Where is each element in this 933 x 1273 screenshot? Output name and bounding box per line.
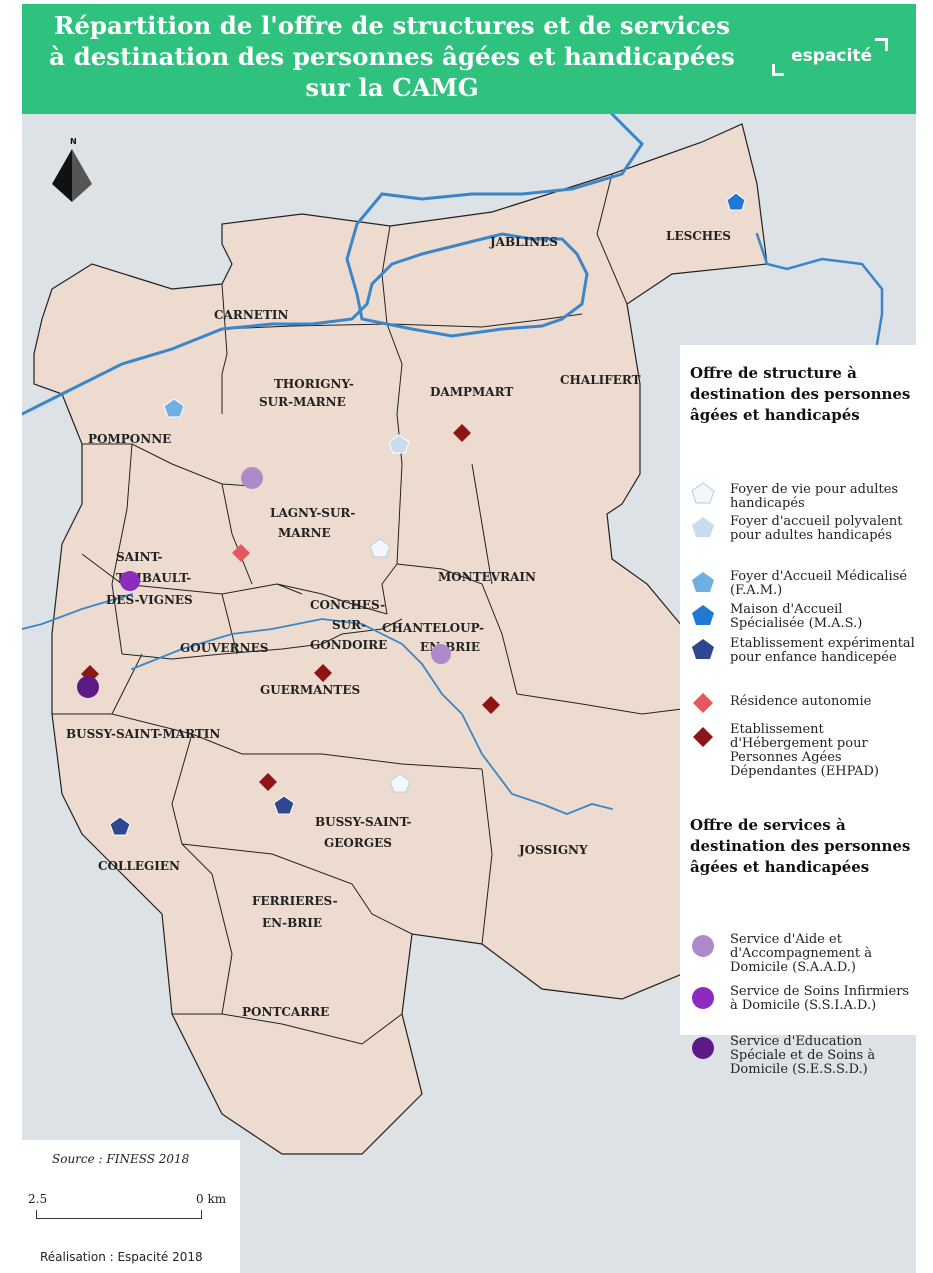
etablissement-experimental-marker bbox=[273, 795, 295, 815]
legend-item-ehpad: Etablissement d'Hébergement pour Personn… bbox=[730, 722, 880, 779]
ehpad-marker bbox=[482, 696, 500, 714]
label-saint-thibault-3: DES-VIGNES bbox=[106, 593, 193, 607]
marne-east-branch bbox=[755, 232, 884, 346]
brand-corner-icon bbox=[875, 38, 888, 51]
ehpad-marker bbox=[314, 664, 332, 682]
brand-logo: espacité bbox=[791, 46, 872, 66]
label-ferrieres: FERRIERES- bbox=[252, 894, 338, 908]
legend-item-foyer-de-vie: Foyer de vie pour adultes handicapés bbox=[730, 482, 899, 511]
map-title: Répartition de l'offre de structures et … bbox=[49, 11, 735, 102]
ehpad-marker bbox=[259, 773, 277, 791]
sessd-marker bbox=[77, 676, 99, 698]
label-conches: CONCHES- bbox=[310, 598, 385, 612]
label-ferrieres-2: EN-BRIE bbox=[262, 916, 322, 930]
commune-borders bbox=[52, 173, 723, 1045]
label-bussy-saint-georges-2: GEORGES bbox=[324, 836, 392, 850]
label-dampmart: DAMPMART bbox=[430, 385, 513, 399]
pentagon-icon bbox=[692, 517, 714, 537]
ssiad-marker bbox=[120, 571, 140, 591]
north-arrow-icon bbox=[52, 149, 72, 202]
label-lagny-2: MARNE bbox=[278, 526, 331, 540]
label-bussy-saint-georges: BUSSY-SAINT- bbox=[315, 815, 412, 829]
map-footer: Source : FINESS 2018 2.5 0 km Réalisatio… bbox=[22, 1140, 240, 1273]
credit-note: Réalisation : Espacité 2018 bbox=[40, 1250, 203, 1264]
scale-right-label: 0 km bbox=[196, 1192, 227, 1206]
label-conches-2: SUR- bbox=[332, 618, 366, 632]
pentagon-icon bbox=[691, 482, 715, 504]
source-note: Source : FINESS 2018 bbox=[52, 1152, 190, 1166]
facility-markers bbox=[77, 192, 746, 836]
label-saint-thibault: SAINT- bbox=[116, 550, 163, 564]
legend-services-title: Offre de services à destination des pers… bbox=[690, 816, 911, 876]
foyer-de-vie-marker bbox=[369, 538, 391, 558]
label-guermantes: GUERMANTES bbox=[260, 683, 360, 697]
commune-labels: JABLINES LESCHES CARNETIN THORIGNY- SUR-… bbox=[66, 229, 731, 1019]
north-arrow: N bbox=[52, 137, 92, 202]
rivers bbox=[22, 114, 916, 815]
label-chalifert: CHALIFERT bbox=[560, 373, 641, 387]
label-lagny: LAGNY-SUR- bbox=[270, 506, 355, 520]
label-thorigny-2: SUR-MARNE bbox=[259, 395, 346, 409]
west-stream bbox=[22, 593, 133, 630]
legend-item-experimental: Etablissement expérimental pour enfance … bbox=[730, 636, 915, 665]
legend-panel: Offre de structure à destination des per… bbox=[680, 345, 916, 1077]
etablissement-experimental-marker bbox=[109, 816, 131, 836]
diamond-icon bbox=[693, 693, 713, 713]
saad-marker bbox=[241, 467, 263, 489]
brand-corner-icon bbox=[772, 64, 784, 76]
label-carnetin: CARNETIN bbox=[214, 308, 288, 322]
pentagon-icon bbox=[692, 605, 714, 625]
diamond-icon bbox=[693, 727, 713, 747]
legend-item-sessd: Service d'Education Spéciale et de Soins… bbox=[730, 1034, 876, 1077]
label-jossigny: JOSSIGNY bbox=[518, 843, 588, 857]
legend-item-ssiad: Service de Soins Infirmiers à Domicile (… bbox=[730, 984, 910, 1013]
circle-icon bbox=[692, 935, 714, 957]
legend-item-mas: Maison d'Accueil Spécialisée (M.A.S.) bbox=[730, 602, 863, 631]
legend-structures-title: Offre de structure à destination des per… bbox=[690, 364, 911, 424]
north-arrow-icon bbox=[72, 149, 92, 202]
foyer-de-vie-marker bbox=[389, 773, 411, 793]
label-conches-3: GONDOIRE bbox=[310, 638, 387, 652]
title-banner: Répartition de l'offre de structures et … bbox=[22, 4, 916, 114]
pentagon-icon bbox=[692, 639, 714, 659]
circle-icon bbox=[692, 987, 714, 1009]
label-collegien: COLLEGIEN bbox=[98, 859, 180, 873]
saad-marker bbox=[431, 644, 451, 664]
label-bussy-saint-martin: BUSSY-SAINT-MARTIN bbox=[66, 727, 220, 741]
label-thorigny: THORIGNY- bbox=[274, 377, 354, 391]
label-gouvernes: GOUVERNES bbox=[180, 641, 268, 655]
residence-autonomie-marker bbox=[232, 544, 250, 562]
gondoire-stream bbox=[131, 618, 613, 815]
legend-item-saad: Service d'Aide et d'Accompagnement à Dom… bbox=[730, 932, 872, 975]
label-jablines: JABLINES bbox=[489, 235, 558, 249]
marne-river bbox=[22, 114, 644, 416]
label-pontcarre: PONTCARRE bbox=[242, 1005, 329, 1019]
fam-marker bbox=[163, 398, 185, 418]
north-label: N bbox=[70, 137, 77, 146]
legend-item-foyer-polyvalent: Foyer d'accueil polyvalent pour adultes … bbox=[730, 514, 903, 543]
scale-bar bbox=[36, 1210, 202, 1219]
label-chanteloup: CHANTELOUP- bbox=[382, 621, 484, 635]
legend-item-residence-autonomie: Résidence autonomie bbox=[730, 694, 872, 709]
circle-icon bbox=[692, 1037, 714, 1059]
pentagon-icon bbox=[692, 572, 714, 592]
mas-marker bbox=[726, 192, 746, 211]
ehpad-marker bbox=[453, 424, 471, 442]
legend-item-fam: Foyer d'Accueil Médicalisé (F.A.M.) bbox=[730, 569, 908, 598]
foyer-polyvalent-marker bbox=[388, 434, 410, 454]
label-pomponne: POMPONNE bbox=[88, 432, 171, 446]
label-montevrain: MONTEVRAIN bbox=[438, 570, 536, 584]
scale-left-label: 2.5 bbox=[28, 1192, 48, 1206]
label-lesches: LESCHES bbox=[666, 229, 731, 243]
